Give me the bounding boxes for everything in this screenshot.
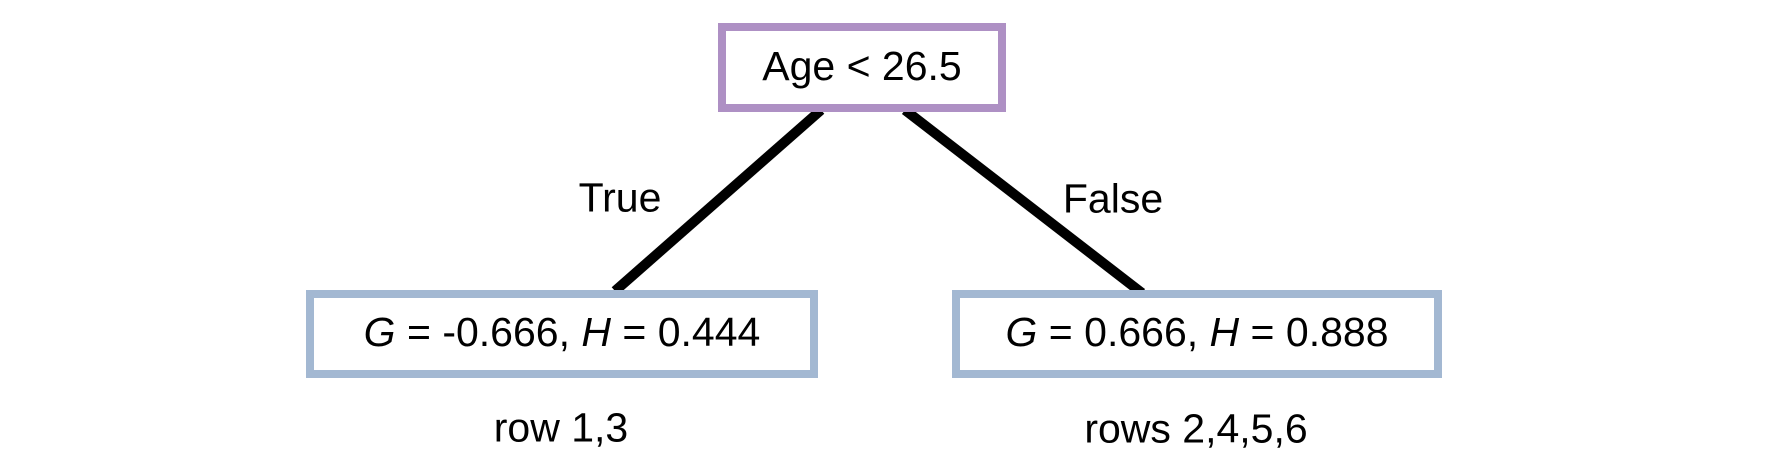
hessian-symbol: H bbox=[581, 309, 611, 355]
hessian-value: 0.888 bbox=[1285, 309, 1389, 355]
hessian-equals: = bbox=[1239, 309, 1286, 355]
leaf-separator: , bbox=[558, 309, 582, 355]
gradient-equals: = bbox=[395, 309, 443, 355]
node-root-label: Age < 26.5 bbox=[762, 42, 962, 89]
leaf-separator: , bbox=[1186, 309, 1210, 355]
gradient-value: -0.666 bbox=[442, 309, 559, 355]
edge-line-true bbox=[611, 106, 825, 295]
gradient-symbol: G bbox=[363, 309, 396, 355]
hessian-value: 0.444 bbox=[657, 309, 761, 355]
gradient-symbol: G bbox=[1005, 309, 1038, 355]
edge-label-true: True bbox=[578, 174, 662, 221]
edge-line-false bbox=[901, 106, 1146, 297]
node-leaf-right[interactable]: G = 0.666, H = 0.888 bbox=[952, 290, 1442, 378]
edge-label-false: False bbox=[1062, 175, 1164, 222]
hessian-equals: = bbox=[610, 309, 658, 355]
caption-leaf-left: row 1,3 bbox=[493, 404, 629, 451]
node-leaf-left-label: G = -0.666, H = 0.444 bbox=[364, 312, 761, 356]
hessian-symbol: H bbox=[1209, 309, 1240, 355]
node-leaf-right-label: G = 0.666, H = 0.888 bbox=[1006, 312, 1389, 356]
caption-leaf-right: rows 2,4,5,6 bbox=[1084, 405, 1308, 452]
node-leaf-left[interactable]: G = -0.666, H = 0.444 bbox=[306, 290, 818, 378]
gradient-equals: = bbox=[1037, 309, 1085, 355]
gradient-value: 0.666 bbox=[1084, 309, 1187, 355]
node-root[interactable]: Age < 26.5 bbox=[718, 23, 1006, 112]
